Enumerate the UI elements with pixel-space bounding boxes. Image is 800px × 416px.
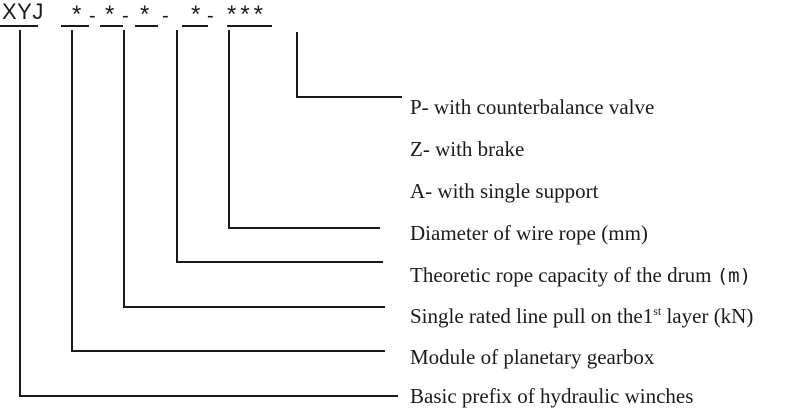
label-rope-capacity-text: Theoretic rope capacity of the drum xyxy=(410,263,717,287)
code-field-4-star: * xyxy=(191,1,201,28)
code-field-1-star: * xyxy=(72,1,82,28)
code-field-2-star: * xyxy=(105,1,115,28)
connector-option-p xyxy=(296,32,402,98)
underline-field-4 xyxy=(182,25,208,27)
code-prefix: XYJ xyxy=(2,0,44,24)
label-option-p-text: P- with counterbalance valve xyxy=(410,95,655,119)
code-field-5-stars: *** xyxy=(227,1,268,28)
connector-rope-diameter xyxy=(228,30,380,229)
code-separator-1: - xyxy=(89,5,96,27)
underline-prefix-field xyxy=(0,25,38,27)
code-separator-3: - xyxy=(162,5,169,27)
label-option-p: P- with counterbalance valve xyxy=(410,95,654,119)
label-gearbox-module-text: Module of planetary gearbox xyxy=(410,345,655,369)
code-separator-4: - xyxy=(207,5,214,27)
label-basic-prefix-text: Basic prefix of hydraulic winches xyxy=(410,384,694,408)
connector-rope-capacity xyxy=(176,30,383,263)
label-rope-diameter: Diameter of wire rope (mm) xyxy=(410,221,648,245)
label-rope-capacity: Theoretic rope capacity of the drum (m) xyxy=(410,263,751,288)
connector-basic-prefix xyxy=(19,30,398,397)
underline-field-3 xyxy=(135,25,158,27)
label-basic-prefix: Basic prefix of hydraulic winches xyxy=(410,384,693,408)
connector-gearbox-module xyxy=(71,30,385,352)
code-separator-2: - xyxy=(122,5,129,27)
label-line-pull-prefix: Single rated line pull on the1 xyxy=(410,304,654,328)
label-line-pull-superscript: st xyxy=(653,304,662,318)
label-option-z: Z- with brake xyxy=(410,137,524,161)
underline-field-1 xyxy=(61,25,89,27)
underline-field-2 xyxy=(100,25,123,27)
label-option-a-text: A- with single support xyxy=(410,179,599,203)
connector-line-pull xyxy=(123,30,385,308)
code-field-3-star: * xyxy=(140,1,150,28)
label-rope-capacity-unit: (m) xyxy=(716,265,752,287)
label-line-pull-suffix: layer (kN) xyxy=(661,304,754,328)
label-line-pull: Single rated line pull on the1st layer (… xyxy=(410,304,753,328)
label-option-z-text: Z- with brake xyxy=(410,137,525,161)
underline-field-5 xyxy=(227,25,272,27)
label-rope-diameter-text: Diameter of wire rope (mm) xyxy=(410,221,648,245)
label-gearbox-module: Module of planetary gearbox xyxy=(410,345,654,369)
label-option-a: A- with single support xyxy=(410,179,598,203)
